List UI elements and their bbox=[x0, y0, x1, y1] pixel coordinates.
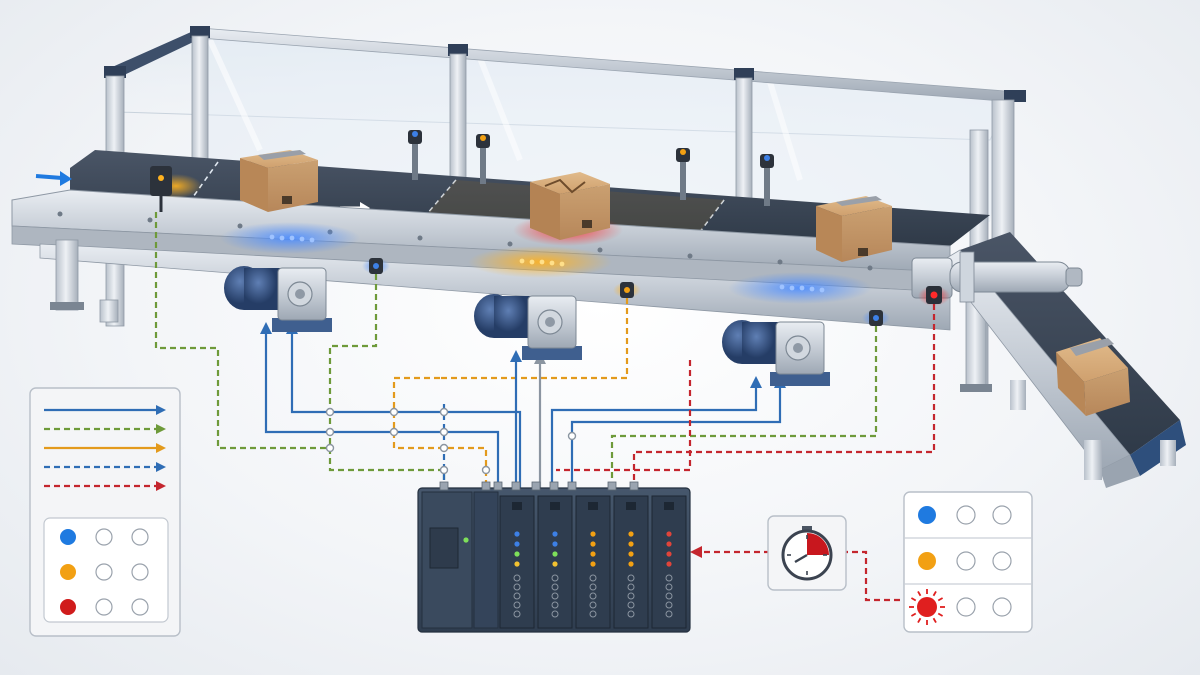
legend-line-1 bbox=[44, 405, 166, 415]
alarm-rows bbox=[909, 505, 1012, 625]
overhead-sensor bbox=[476, 134, 490, 184]
wiring bbox=[154, 212, 936, 602]
plc-io-module-1 bbox=[499, 495, 535, 629]
plc-io-module-2 bbox=[537, 495, 573, 629]
legend-line-3 bbox=[44, 443, 166, 453]
entry-direction-arrow bbox=[35, 171, 72, 186]
zone-1-status-light bbox=[220, 222, 360, 254]
overhead-sensor bbox=[676, 148, 690, 200]
rail-proximity-sensor bbox=[862, 310, 890, 326]
plc-io-module-5 bbox=[651, 495, 687, 629]
legend-status-rows bbox=[60, 528, 149, 616]
rail-proximity-sensor bbox=[362, 258, 390, 274]
legend-status-row-2 bbox=[60, 563, 149, 581]
rail-proximity-sensor bbox=[613, 282, 641, 298]
alarm-row-3 bbox=[909, 589, 1012, 625]
alarm-status-panel bbox=[903, 491, 1033, 633]
drive-motor-2 bbox=[474, 294, 582, 360]
pneumatic-pusher-cylinder bbox=[911, 251, 1083, 306]
alarm-row-2 bbox=[918, 551, 1012, 571]
parcel-reject-chute bbox=[1056, 338, 1130, 416]
zone-2-status-light bbox=[468, 246, 612, 278]
overhead-sensor bbox=[408, 130, 422, 180]
junction-nodes bbox=[325, 407, 577, 475]
plc-io-modules bbox=[499, 495, 687, 629]
parcel-zone-2-damaged bbox=[513, 172, 623, 246]
entry-photo-eye-sensor bbox=[150, 166, 202, 212]
drive-motor-3 bbox=[722, 320, 830, 386]
plc-io-module-3 bbox=[575, 495, 611, 629]
stopwatch-icon bbox=[781, 526, 833, 581]
drive-motor-1 bbox=[224, 266, 332, 332]
parcel-zone-3 bbox=[816, 196, 892, 262]
legend-panel bbox=[29, 387, 181, 637]
legend-line-2 bbox=[44, 424, 166, 434]
plc-controller bbox=[417, 481, 691, 633]
plc-io-module-4 bbox=[613, 495, 649, 629]
overhead-sensor bbox=[760, 154, 774, 206]
alarm-row-1 bbox=[918, 505, 1012, 525]
delay-timer bbox=[767, 515, 847, 591]
legend-line-5 bbox=[44, 481, 166, 491]
legend-line-4 bbox=[44, 462, 166, 472]
zone-3-status-light bbox=[728, 272, 872, 304]
reject-sensor bbox=[918, 286, 950, 306]
parcel-zone-1 bbox=[240, 150, 318, 212]
legend-status-row-3 bbox=[60, 598, 149, 616]
legend-line-styles bbox=[44, 405, 166, 491]
legend-status-row-1 bbox=[60, 528, 149, 546]
